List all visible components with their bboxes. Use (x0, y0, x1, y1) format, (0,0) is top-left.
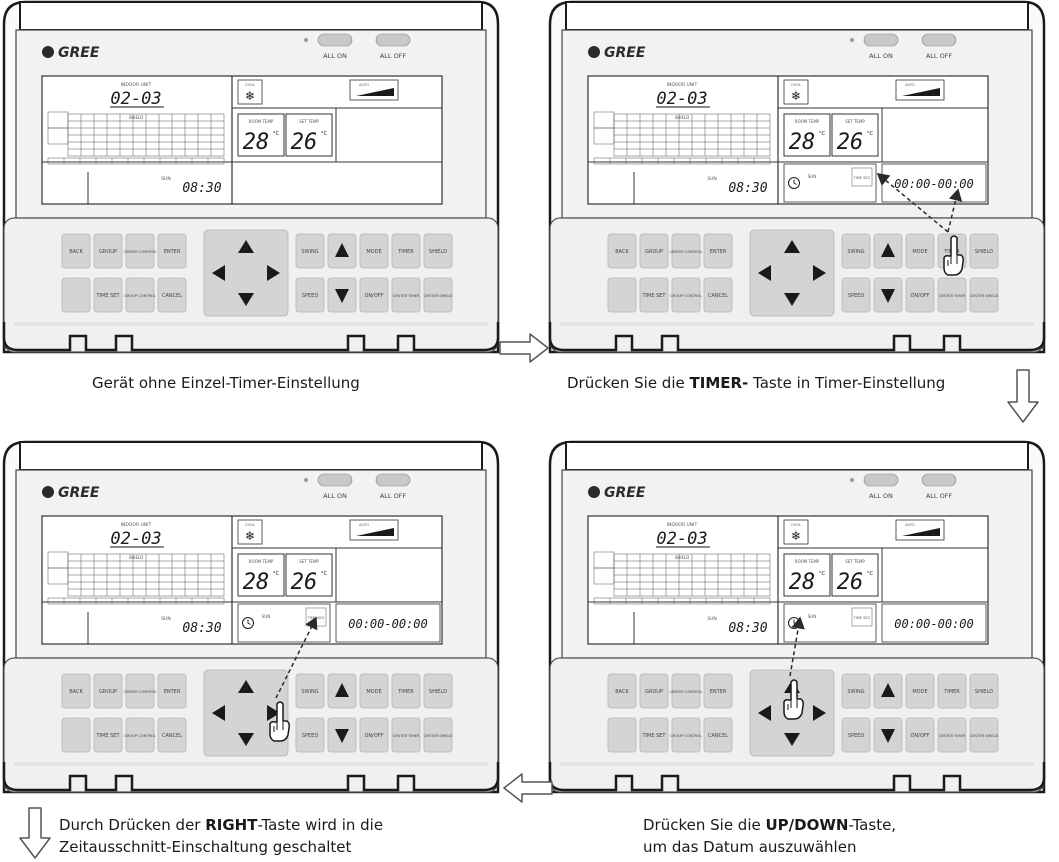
controller-panel-step1 (2, 0, 500, 354)
caption-step2-key: TIMER- (689, 374, 749, 392)
caption-step4: Durch Drücken der RIGHT-Taste wird in di… (59, 814, 383, 858)
arrow-step2-to-step3 (1007, 369, 1039, 423)
caption-step3: Drücken Sie die UP/DOWN-Taste, um das Da… (643, 814, 896, 858)
caption-step4-pre: Durch Drücken der (59, 816, 206, 834)
caption-step4-line2: Zeitausschnitt-Einschaltung geschaltet (59, 838, 352, 856)
caption-step2-post: Taste in Timer-Einstellung (748, 374, 946, 392)
caption-step1: Gerät ohne Einzel-Timer-Einstellung (92, 372, 360, 394)
controller-panel-step2 (548, 0, 1046, 354)
caption-step2: Drücken Sie die TIMER- Taste in Timer-Ei… (567, 372, 945, 394)
caption-step4-post: -Taste wird in die (257, 816, 384, 834)
caption-step3-key: UP/DOWN (765, 816, 849, 834)
arrow-step1-to-step2 (499, 333, 549, 363)
arrow-step4-continue (19, 807, 51, 859)
controller-panel-step3 (548, 440, 1046, 794)
caption-step3-line2: um das Datum auszuwählen (643, 838, 857, 856)
caption-step3-pre: Drücken Sie die (643, 816, 766, 834)
caption-step1-text: Gerät ohne Einzel-Timer-Einstellung (92, 374, 360, 392)
controller-panel-step4 (2, 440, 500, 794)
caption-step2-pre: Drücken Sie die (567, 374, 690, 392)
caption-step3-post: -Taste, (848, 816, 897, 834)
arrow-step3-to-step4 (503, 773, 553, 803)
caption-step4-line1: Durch Drücken der RIGHT-Taste wird in di… (59, 814, 383, 836)
caption-step4-key: RIGHT (205, 816, 258, 834)
caption-step3-line1: Drücken Sie die UP/DOWN-Taste, (643, 814, 896, 836)
